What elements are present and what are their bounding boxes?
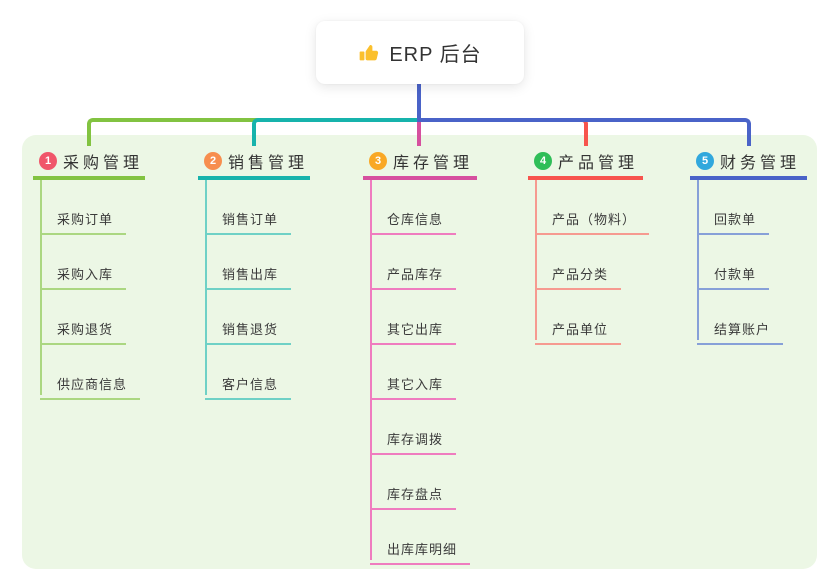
branch-number-badge: 5 [696, 152, 714, 170]
branch-title-label: 库存管理 [393, 155, 474, 172]
child-node-inventory-2[interactable]: 产品库存 [370, 257, 457, 290]
child-node-finance-1[interactable]: 回款单 [697, 202, 770, 235]
child-node-purchase-2[interactable]: 采购入库 [40, 257, 127, 290]
child-node-purchase-1[interactable]: 采购订单 [40, 202, 127, 235]
thumbs-up-icon [358, 42, 380, 64]
branch-title-purchase[interactable]: 1 采购管理 [33, 146, 145, 180]
branch-title-label: 财务管理 [720, 155, 801, 172]
branch-number-badge: 3 [369, 152, 387, 170]
child-node-purchase-3[interactable]: 采购退货 [40, 312, 127, 345]
child-node-finance-2[interactable]: 付款单 [697, 257, 770, 290]
child-node-product-1[interactable]: 产品（物料） [535, 202, 650, 235]
child-node-inventory-4[interactable]: 其它入库 [370, 367, 457, 400]
background-panel [22, 135, 817, 569]
child-node-sales-2[interactable]: 销售出库 [205, 257, 292, 290]
branch-vline [370, 180, 372, 560]
branch-title-label: 销售管理 [228, 155, 309, 172]
child-node-product-3[interactable]: 产品单位 [535, 312, 622, 345]
branch-title-product[interactable]: 4 产品管理 [528, 146, 643, 180]
branch-title-sales[interactable]: 2 销售管理 [198, 146, 310, 180]
root-node[interactable]: ERP 后台 [316, 21, 524, 84]
branch-title-inventory[interactable]: 3 库存管理 [363, 146, 477, 180]
child-node-finance-3[interactable]: 结算账户 [697, 312, 784, 345]
branch-number-badge: 1 [39, 152, 57, 170]
child-node-inventory-3[interactable]: 其它出库 [370, 312, 457, 345]
child-node-purchase-4[interactable]: 供应商信息 [40, 367, 141, 400]
branch-title-finance[interactable]: 5 财务管理 [690, 146, 807, 180]
branch-number-badge: 4 [534, 152, 552, 170]
child-node-inventory-5[interactable]: 库存调拨 [370, 422, 457, 455]
connector-branch-5 [417, 118, 751, 146]
child-node-inventory-6[interactable]: 库存盘点 [370, 477, 457, 510]
child-node-inventory-1[interactable]: 仓库信息 [370, 202, 457, 235]
connector-branch-3 [417, 122, 421, 146]
branch-vline [697, 180, 699, 340]
branch-vline [205, 180, 207, 395]
branch-vline [40, 180, 42, 395]
branch-number-badge: 2 [204, 152, 222, 170]
child-node-sales-1[interactable]: 销售订单 [205, 202, 292, 235]
connector-root-line [417, 84, 421, 122]
connector-branch-2 [252, 118, 421, 146]
child-node-sales-3[interactable]: 销售退货 [205, 312, 292, 345]
child-node-inventory-7[interactable]: 出库库明细 [370, 532, 471, 565]
child-node-product-2[interactable]: 产品分类 [535, 257, 622, 290]
branch-title-label: 采购管理 [63, 155, 144, 172]
branch-vline [535, 180, 537, 340]
root-label: ERP 后台 [389, 44, 482, 66]
branch-title-label: 产品管理 [558, 155, 639, 172]
child-node-sales-4[interactable]: 客户信息 [205, 367, 292, 400]
